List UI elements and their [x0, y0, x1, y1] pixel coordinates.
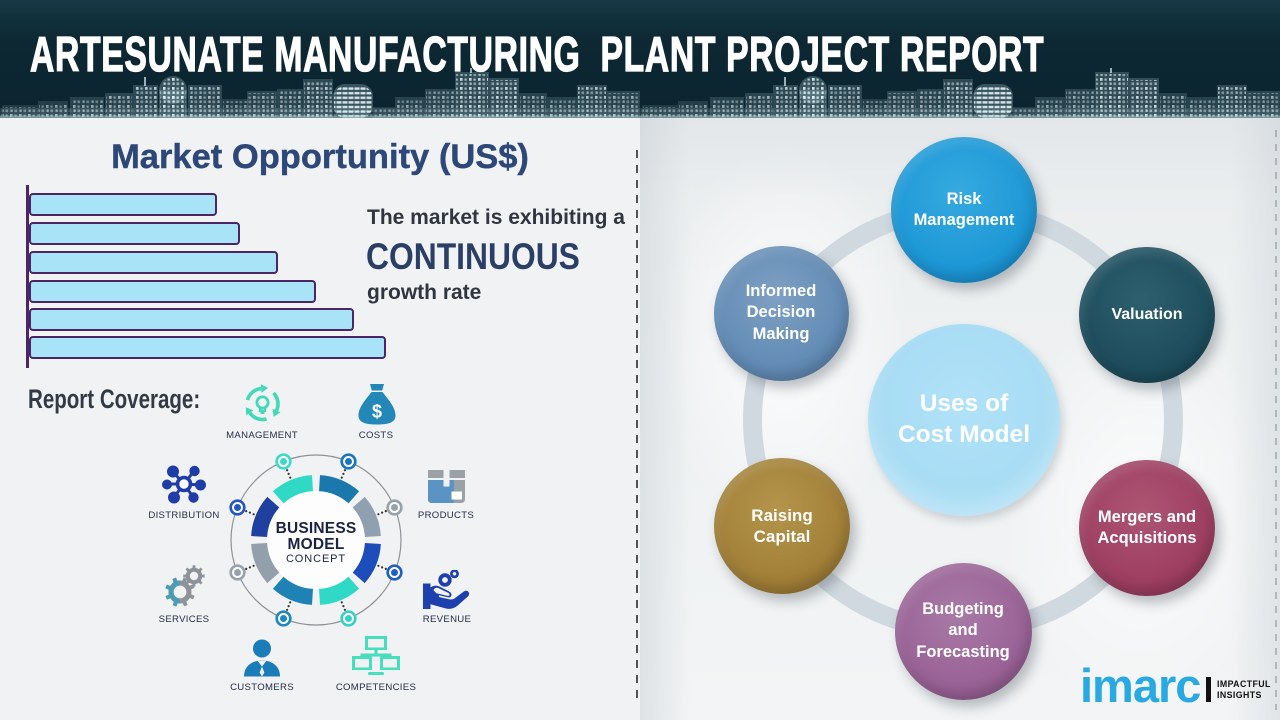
- svg-text:$: $: [372, 402, 382, 422]
